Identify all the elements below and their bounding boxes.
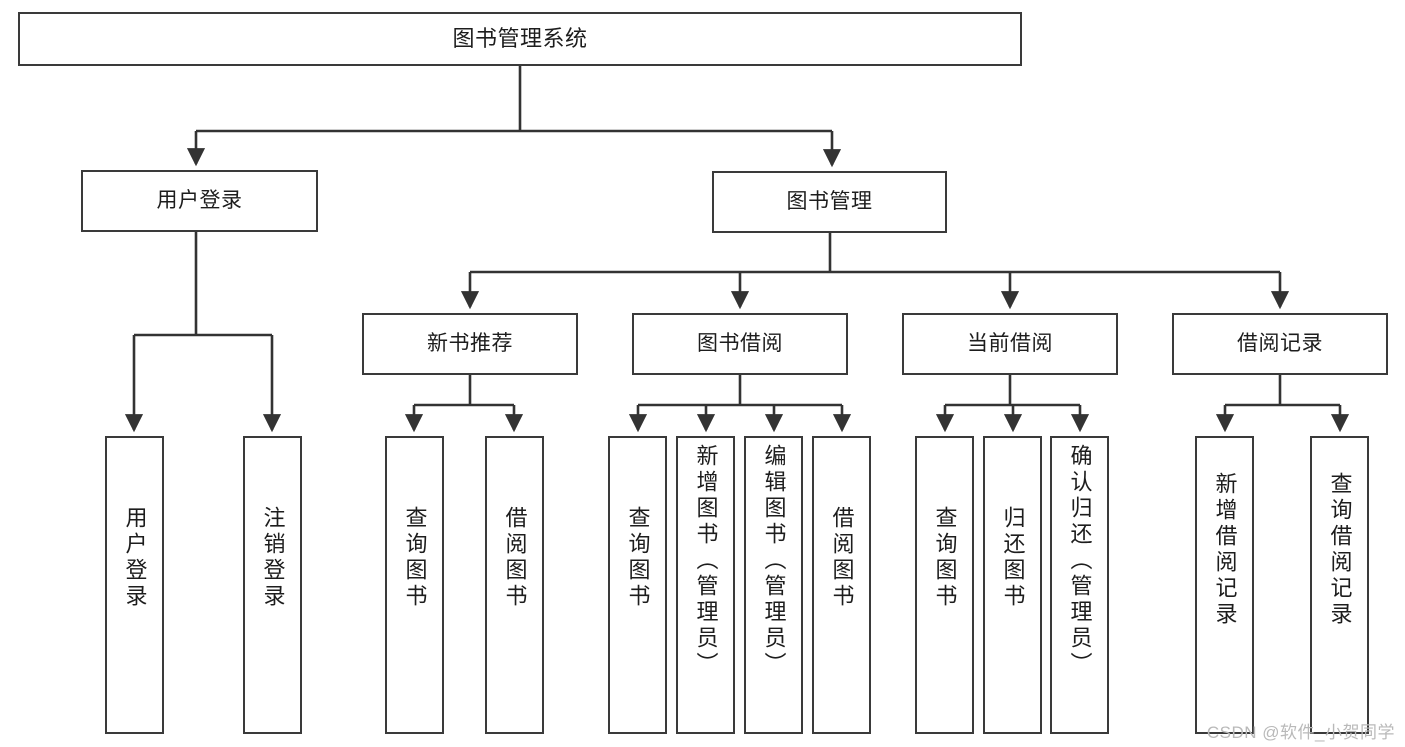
leaf-current-query-book[interactable]: 查询图书 <box>915 436 974 734</box>
node-label: 用户登录 <box>156 188 243 212</box>
node-label: 查询图书 <box>932 506 958 610</box>
leaf-user-logout[interactable]: 注销登录 <box>243 436 302 734</box>
node-label: 图书管理系统 <box>452 26 588 52</box>
node-label: 用户登录 <box>122 506 148 610</box>
node-label: 借阅图书 <box>502 506 528 610</box>
node-label: 查询图书 <box>625 506 651 610</box>
node-label: 借阅记录 <box>1237 331 1323 355</box>
leaf-recommend-query-book[interactable]: 查询图书 <box>385 436 444 734</box>
leaf-borrow-query-book[interactable]: 查询图书 <box>608 436 667 734</box>
leaf-borrow-add-book-admin[interactable]: 新增图书（管理员） <box>676 436 735 734</box>
leaf-borrow-edit-book-admin[interactable]: 编辑图书（管理员） <box>744 436 803 734</box>
node-label: 归还图书 <box>1000 506 1026 610</box>
node-book-management[interactable]: 图书管理 <box>712 171 947 233</box>
node-label: 新增图书（管理员） <box>693 444 719 678</box>
node-label: 新增借阅记录 <box>1212 472 1238 628</box>
node-label: 当前借阅 <box>967 331 1053 355</box>
leaf-borrow-borrow-book[interactable]: 借阅图书 <box>812 436 871 734</box>
leaf-record-add-borrow-record[interactable]: 新增借阅记录 <box>1195 436 1254 734</box>
node-label: 图书管理 <box>786 189 873 213</box>
watermark-text: CSDN @软件_小贺同学 <box>1206 723 1395 742</box>
node-label: 新书推荐 <box>427 331 513 355</box>
node-book-borrow[interactable]: 图书借阅 <box>632 313 848 375</box>
node-root-book-management-system[interactable]: 图书管理系统 <box>18 12 1022 66</box>
node-label: 确认归还（管理员） <box>1067 444 1093 678</box>
leaf-user-login[interactable]: 用户登录 <box>105 436 164 734</box>
node-label: 注销登录 <box>260 506 286 610</box>
node-label: 查询图书 <box>402 506 428 610</box>
node-label: 编辑图书（管理员） <box>761 444 787 678</box>
node-new-book-recommend[interactable]: 新书推荐 <box>362 313 578 375</box>
node-label: 借阅图书 <box>829 506 855 610</box>
node-label: 图书借阅 <box>697 331 783 355</box>
leaf-record-query-borrow-record[interactable]: 查询借阅记录 <box>1310 436 1369 734</box>
node-current-borrow[interactable]: 当前借阅 <box>902 313 1118 375</box>
leaf-current-confirm-return-admin[interactable]: 确认归还（管理员） <box>1050 436 1109 734</box>
leaf-recommend-borrow-book[interactable]: 借阅图书 <box>485 436 544 734</box>
node-borrow-record[interactable]: 借阅记录 <box>1172 313 1388 375</box>
node-user-login[interactable]: 用户登录 <box>81 170 318 232</box>
node-label: 查询借阅记录 <box>1327 472 1353 628</box>
leaf-current-return-book[interactable]: 归还图书 <box>983 436 1042 734</box>
